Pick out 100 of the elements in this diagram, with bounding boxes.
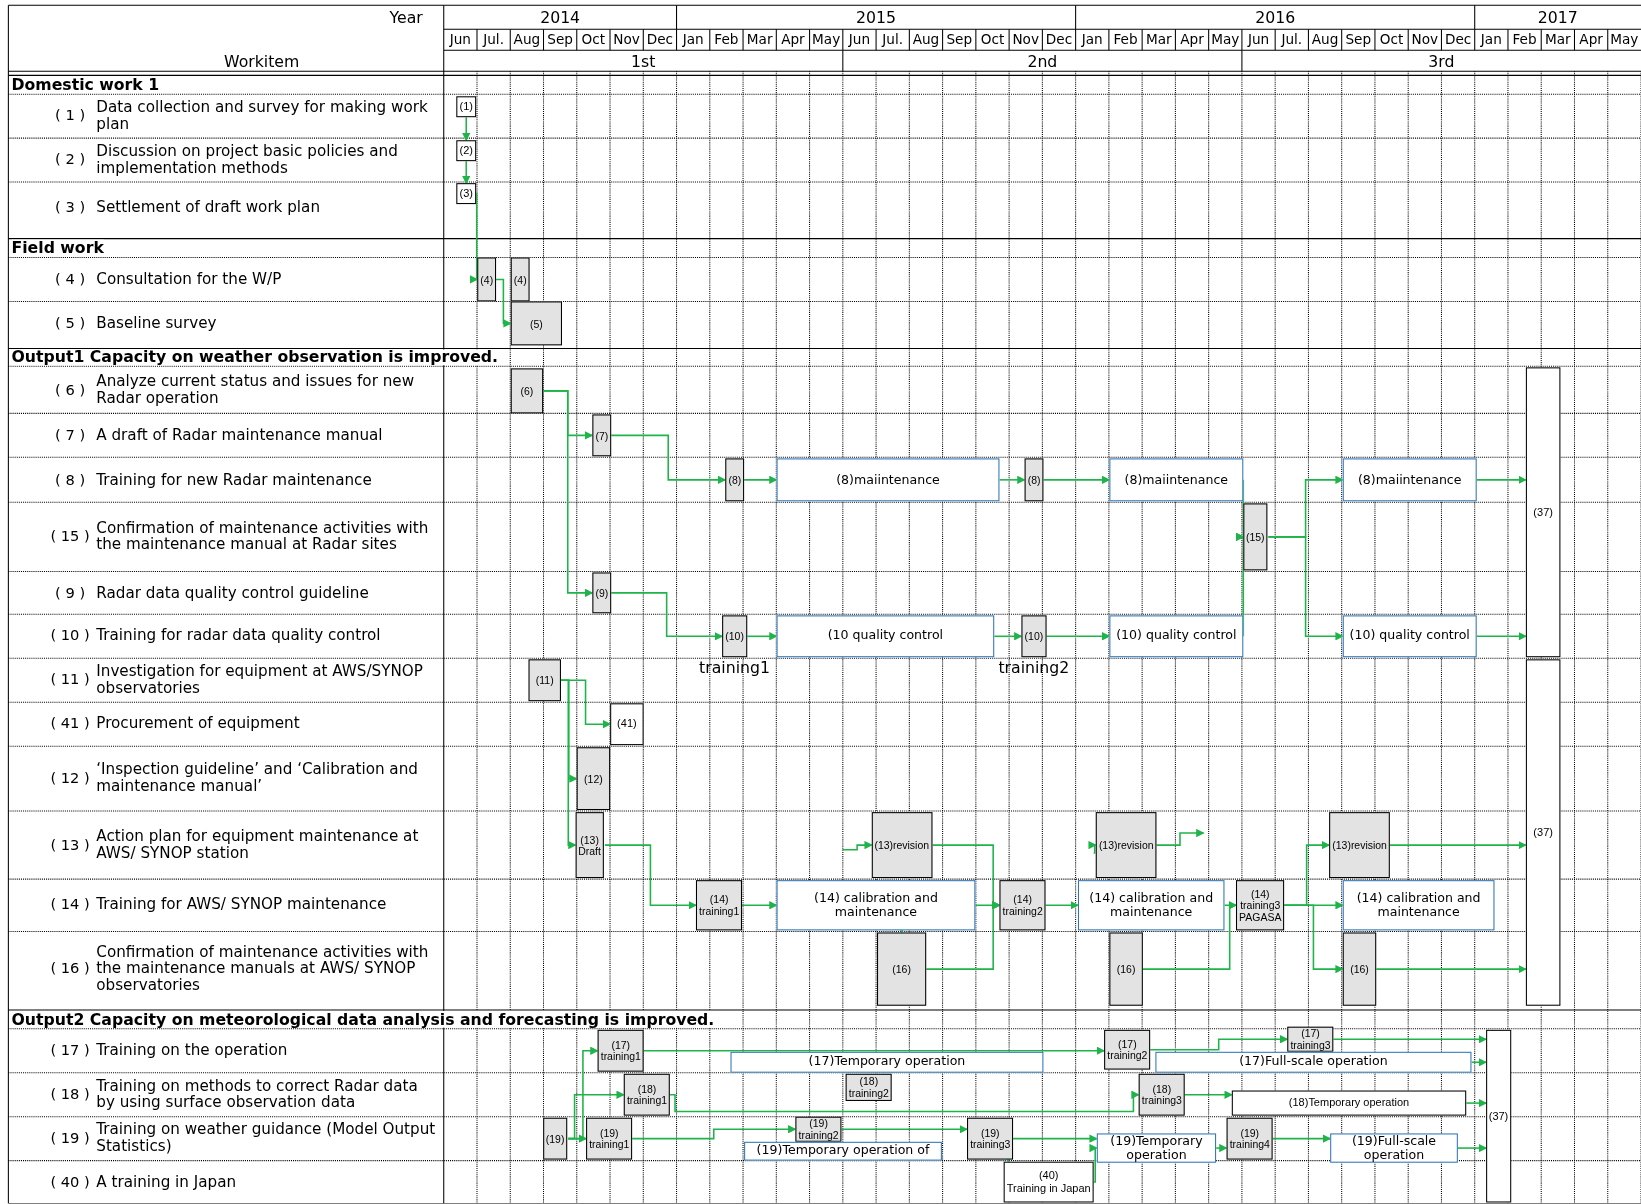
month-label: Sep: [945, 30, 974, 49]
month-label: Jun: [448, 30, 472, 49]
arrow: [1223, 901, 1238, 910]
task-box: (3): [456, 183, 477, 205]
task-bar: (17) training1: [597, 1029, 644, 1072]
row-number: ( 7 ): [54, 425, 87, 445]
task-bar: (5): [510, 301, 562, 346]
arrow: [642, 1046, 1106, 1055]
arrow: [567, 1134, 588, 1143]
row-number: ( 2 ): [54, 150, 87, 170]
row-label: Procurement of equipment: [96, 713, 301, 734]
row-label: Data collection and survey for making work plan: [96, 97, 429, 134]
task-bar: (17) training3: [1287, 1026, 1334, 1052]
task-bar: (4): [510, 257, 530, 302]
arrow: [1475, 632, 1527, 641]
row-number: ( 5 ): [54, 313, 87, 333]
header-label: Workitem: [223, 52, 301, 72]
arrow: [1044, 901, 1079, 910]
month-label: Aug: [911, 30, 941, 49]
row-number: ( 19 ): [49, 1128, 91, 1149]
row-label: Confirmation of maintenance activities with the maintenance manual at Radar sites: [96, 518, 430, 555]
arrow: [1271, 1134, 1332, 1143]
arrow: [746, 632, 778, 641]
month-label: Feb: [1112, 30, 1139, 49]
task-bar: (13)revision: [1095, 812, 1157, 879]
task-box: (40) Training in Japan: [1003, 1161, 1094, 1203]
month-label: Jan: [1479, 30, 1503, 49]
activity-box: (8)maiintenance: [776, 458, 1000, 502]
arrow: [610, 592, 724, 641]
task-bar: (17) training2: [1104, 1029, 1151, 1070]
row-label: Training for radar data quality control: [96, 625, 382, 646]
row-label: Training on the operation: [96, 1040, 289, 1061]
month-label: Mar: [1144, 30, 1173, 49]
arrow: [1012, 1134, 1098, 1143]
month-label: Jun: [847, 30, 872, 49]
month-label: Nov: [1410, 30, 1440, 49]
row-label: Analyze current status and issues for new Radar operation: [96, 371, 416, 408]
task-bar: (14) training1: [695, 880, 743, 931]
header-label: Year: [388, 7, 423, 29]
task-bar: (19) training3: [967, 1117, 1014, 1160]
row-label: Training on weather guidance (Model Output Statistics): [96, 1119, 437, 1157]
row-number: ( 8 ): [54, 469, 87, 490]
row-number: ( 17 ): [49, 1040, 91, 1061]
arrow: [1267, 536, 1344, 641]
task-bar: (13) Draft: [575, 812, 605, 879]
bar-caption: training1: [699, 658, 770, 678]
arrow: [998, 475, 1026, 485]
task-bar: (16): [1342, 932, 1377, 1006]
row-label: Training for AWS/ SYNOP maintenance: [96, 894, 388, 915]
month-label: Dec: [1443, 30, 1473, 49]
row-number: ( 13 ): [49, 835, 91, 855]
arrow: [993, 632, 1023, 641]
row-number: ( 41 ): [49, 714, 91, 734]
month-label: Dec: [645, 30, 675, 49]
row-label: Training for new Radar maintenance: [96, 469, 373, 490]
activity-box: (10) quality control: [1109, 615, 1244, 658]
task-bar: (16): [1109, 932, 1143, 1006]
task-bar: (19) training2: [795, 1116, 842, 1142]
month-label: Mar: [745, 30, 774, 49]
month-label: Jul.: [1279, 30, 1304, 49]
term-label: 1st: [630, 52, 657, 72]
task-bar: (10): [722, 615, 748, 658]
row-number: ( 11 ): [49, 670, 91, 690]
month-label: Feb: [713, 30, 740, 49]
arrow: [604, 844, 697, 910]
task-box: (1): [456, 96, 477, 118]
arrow: [542, 390, 594, 598]
month-label: Jan: [1080, 30, 1104, 49]
term-label: 2nd: [1026, 52, 1059, 72]
row-label: Baseline survey: [96, 313, 218, 333]
year-label: 2017: [1536, 7, 1579, 29]
task-box: (2): [456, 140, 477, 162]
arrow: [1457, 1143, 1488, 1153]
activity-box: (19)Temporary operation of: [744, 1141, 942, 1161]
row-number: ( 16 ): [49, 959, 91, 979]
task-box: (37): [1485, 1029, 1512, 1203]
task-bar: (18) training2: [845, 1073, 893, 1101]
task-box: (41): [610, 703, 644, 746]
month-label: May: [1609, 30, 1640, 49]
activity-box: (10 quality control: [776, 615, 995, 658]
arrow: [1045, 632, 1111, 641]
month-label: Nov: [1011, 30, 1040, 49]
activity-box: (14) calibration and maintenance: [1077, 880, 1225, 931]
arrow: [743, 475, 778, 485]
row-number: ( 14 ): [49, 895, 91, 915]
year-label: 2014: [539, 7, 582, 29]
row-number: ( 18 ): [49, 1084, 91, 1105]
activity-box: (8)maiintenance: [1109, 458, 1244, 502]
month-label: Jul.: [481, 30, 505, 49]
arrow: [631, 1125, 797, 1140]
task-bar: (19) training1: [586, 1117, 633, 1160]
activity-box: (8)maiintenance: [1342, 458, 1477, 502]
row-number: ( 6 ): [54, 379, 87, 400]
section-heading: Output1 Capacity on weather observation is improved.: [11, 349, 499, 366]
arrow: [1475, 475, 1527, 485]
arrow: [1389, 840, 1527, 850]
row-label: Investigation for equipment at AWS/SYNOP observatories: [96, 661, 424, 698]
month-label: Apr: [1578, 30, 1604, 49]
arrow: [495, 278, 512, 328]
row-label: ‘Inspection guideline’ and ‘Calibration and maintenance manual’: [96, 759, 419, 797]
